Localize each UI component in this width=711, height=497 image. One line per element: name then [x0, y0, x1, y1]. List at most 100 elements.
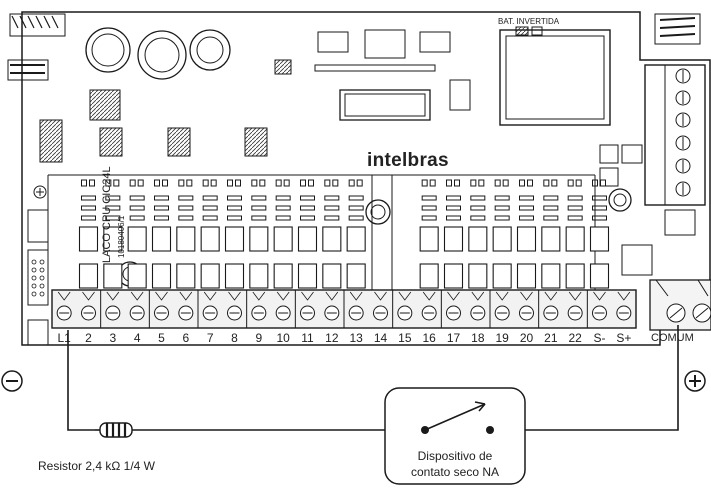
zone-resistor-c — [519, 215, 534, 221]
terminal-clamp — [82, 291, 95, 301]
terminal-label: 4 — [134, 331, 141, 345]
resistor-label: Resistor 2,4 kΩ 1/4 W — [38, 459, 156, 473]
zone-capacitor — [589, 263, 610, 289]
zone-resistor-a — [251, 195, 267, 201]
zone-component-column — [103, 179, 123, 289]
zone-led-a — [470, 179, 477, 187]
zone-resistor-b — [567, 205, 583, 211]
terminal-clamp — [252, 291, 266, 301]
contact-dot-right — [486, 426, 494, 434]
zone-resistor-a — [202, 195, 218, 201]
zone-resistor-c — [543, 215, 559, 221]
zone-resistor-a — [324, 195, 340, 201]
zone-resistor-a — [81, 195, 96, 201]
zone-capacitor — [468, 263, 488, 289]
board-serial-label: 10180406/1 — [117, 215, 126, 258]
zone-component-column — [541, 179, 561, 289]
terminal-label: S+ — [616, 331, 631, 345]
zone-led-b — [137, 179, 144, 187]
zone-resistor-c — [202, 215, 218, 221]
dry-contact-device: Dispositivo de contato seco NA — [384, 387, 526, 485]
terminal-label: 14 — [374, 331, 388, 345]
zone-resistor-b — [446, 205, 461, 211]
terminal-clamp — [325, 291, 339, 301]
zone-resistor-c — [324, 215, 340, 221]
zone-led-a — [300, 179, 306, 187]
terminal-label: 5 — [158, 331, 165, 345]
left-edge-connector — [27, 209, 49, 346]
terminal-clamp — [349, 291, 363, 301]
zone-capacitor — [516, 263, 537, 289]
bat-invertida-pad — [531, 26, 543, 36]
terminal-clamp — [106, 291, 120, 301]
zone-capacitor — [103, 263, 123, 289]
zone-resistor-a — [470, 195, 486, 201]
zone-resistor-c — [300, 215, 315, 221]
zone-component-column — [589, 179, 610, 289]
zone-resistor-a — [348, 195, 364, 201]
terminal-label: S- — [594, 331, 606, 345]
terminal-label: 21 — [544, 331, 558, 345]
zone-relay — [346, 226, 366, 252]
zone-component-column — [565, 179, 585, 289]
integrated-circuits — [39, 29, 696, 276]
zone-resistor-b — [348, 205, 364, 211]
zone-resistor-b — [178, 205, 194, 211]
bat-invertida-jumper — [515, 26, 529, 36]
zone-led-a — [154, 179, 160, 187]
zone-led-b — [162, 179, 168, 187]
resistor — [95, 422, 160, 438]
zone-resistor-b — [519, 205, 534, 211]
zone-resistor-c — [348, 215, 364, 221]
zone-relay — [492, 226, 512, 252]
zone-capacitor — [443, 263, 464, 289]
zone-led-a — [178, 179, 185, 187]
zone-resistor-a — [567, 195, 583, 201]
zone-led-a — [251, 179, 258, 187]
zone-component-column — [249, 179, 269, 289]
brand-logo: intelbras — [367, 150, 449, 171]
zone-relay — [322, 226, 342, 252]
zone-led-b — [186, 179, 193, 187]
terminal-label: 2 — [85, 331, 92, 345]
terminal-clamp — [422, 291, 436, 301]
zone-led-a — [202, 179, 209, 187]
zone-led-b — [89, 179, 95, 187]
zone-resistor-b — [324, 205, 340, 211]
terminal-label: 8 — [231, 331, 238, 345]
zone-component-column — [176, 179, 196, 289]
zone-led-a — [592, 179, 598, 187]
wire-l1 — [67, 330, 95, 431]
zone-resistor-c — [105, 215, 121, 221]
zone-resistor-c — [227, 215, 242, 221]
zone-capacitor — [346, 263, 366, 289]
zone-led-b — [429, 179, 436, 187]
zone-component-column — [127, 179, 147, 289]
zone-resistor-b — [154, 205, 169, 211]
zone-led-b — [210, 179, 217, 187]
zone-capacitor — [273, 263, 293, 289]
zone-led-a — [129, 179, 136, 187]
zone-relay — [249, 226, 269, 252]
terminal-clamp — [179, 291, 193, 301]
zone-resistor-b — [470, 205, 486, 211]
terminal-label: 18 — [471, 331, 485, 345]
zone-resistor-b — [421, 205, 437, 211]
zone-led-a — [81, 179, 87, 187]
zone-resistor-b — [300, 205, 315, 211]
zone-relay — [200, 226, 220, 252]
zone-resistor-a — [300, 195, 315, 201]
zone-component-column — [468, 179, 488, 289]
terminal-label: 22 — [568, 331, 582, 345]
zone-resistor-b — [202, 205, 218, 211]
zone-led-a — [519, 179, 525, 187]
terminal-clamp — [568, 291, 582, 301]
zone-resistor-c — [178, 215, 194, 221]
zone-resistor-c — [251, 215, 267, 221]
zone-components — [78, 179, 610, 289]
zone-component-column — [297, 179, 318, 289]
zone-capacitor — [176, 263, 196, 289]
terminal-clamp — [301, 291, 314, 301]
zone-relay — [419, 226, 439, 252]
terminal-label: 6 — [182, 331, 189, 345]
